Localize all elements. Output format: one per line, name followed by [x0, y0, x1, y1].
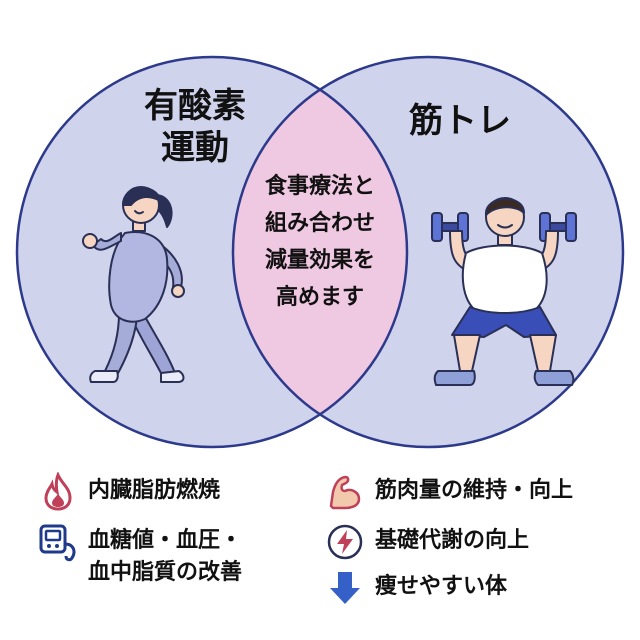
legend-text: 筋肉量の維持・向上	[375, 478, 574, 503]
legend-text-line: 血糖値・血圧・	[88, 528, 243, 553]
overlap-region	[233, 57, 407, 447]
left-title-line: 有酸素	[144, 86, 246, 126]
right-circle-title: 筋トレ	[409, 101, 511, 141]
flexed-arm-icon	[329, 475, 361, 510]
legend-item-metabolism: 基礎代謝の向上	[325, 522, 529, 562]
legend-item-muscle: 筋肉量の維持・向上	[325, 472, 573, 512]
overlap-line: 食事療法と	[264, 174, 375, 199]
left-circle-title: 有酸素 運動	[120, 85, 270, 169]
overlap-text: 食事療法と 組み合わせ 減量効果を 高めます	[238, 168, 402, 316]
legend-text: 基礎代謝の向上	[375, 528, 530, 553]
legend-text-multiline: 血糖値・血圧・ 血中脂質の改善	[88, 522, 242, 589]
overlap-line: 高めます	[275, 285, 364, 310]
legend-item-slim-body: 痩せやすい体	[325, 568, 507, 608]
legend-item-fat-burn: 内臓脂肪燃焼	[38, 472, 220, 512]
legend-text: 痩せやすい体	[375, 574, 508, 599]
overlap-line: 組み合わせ	[264, 211, 375, 236]
legend-text: 内臓脂肪燃焼	[88, 478, 221, 503]
flame-icon	[44, 472, 72, 511]
overlap-line: 減量効果を	[264, 248, 375, 273]
legend-text-line: 血中脂質の改善	[88, 560, 243, 585]
down-arrow-icon	[330, 572, 360, 604]
lightning-bolt-icon	[327, 524, 363, 560]
squatting-man-illustration	[431, 197, 577, 386]
legend-item-blood-markers: 血糖値・血圧・ 血中脂質の改善	[38, 522, 242, 589]
blood-pressure-monitor-icon	[39, 524, 76, 562]
walking-woman-illustration	[82, 186, 185, 383]
left-title-line: 運動	[161, 128, 229, 168]
